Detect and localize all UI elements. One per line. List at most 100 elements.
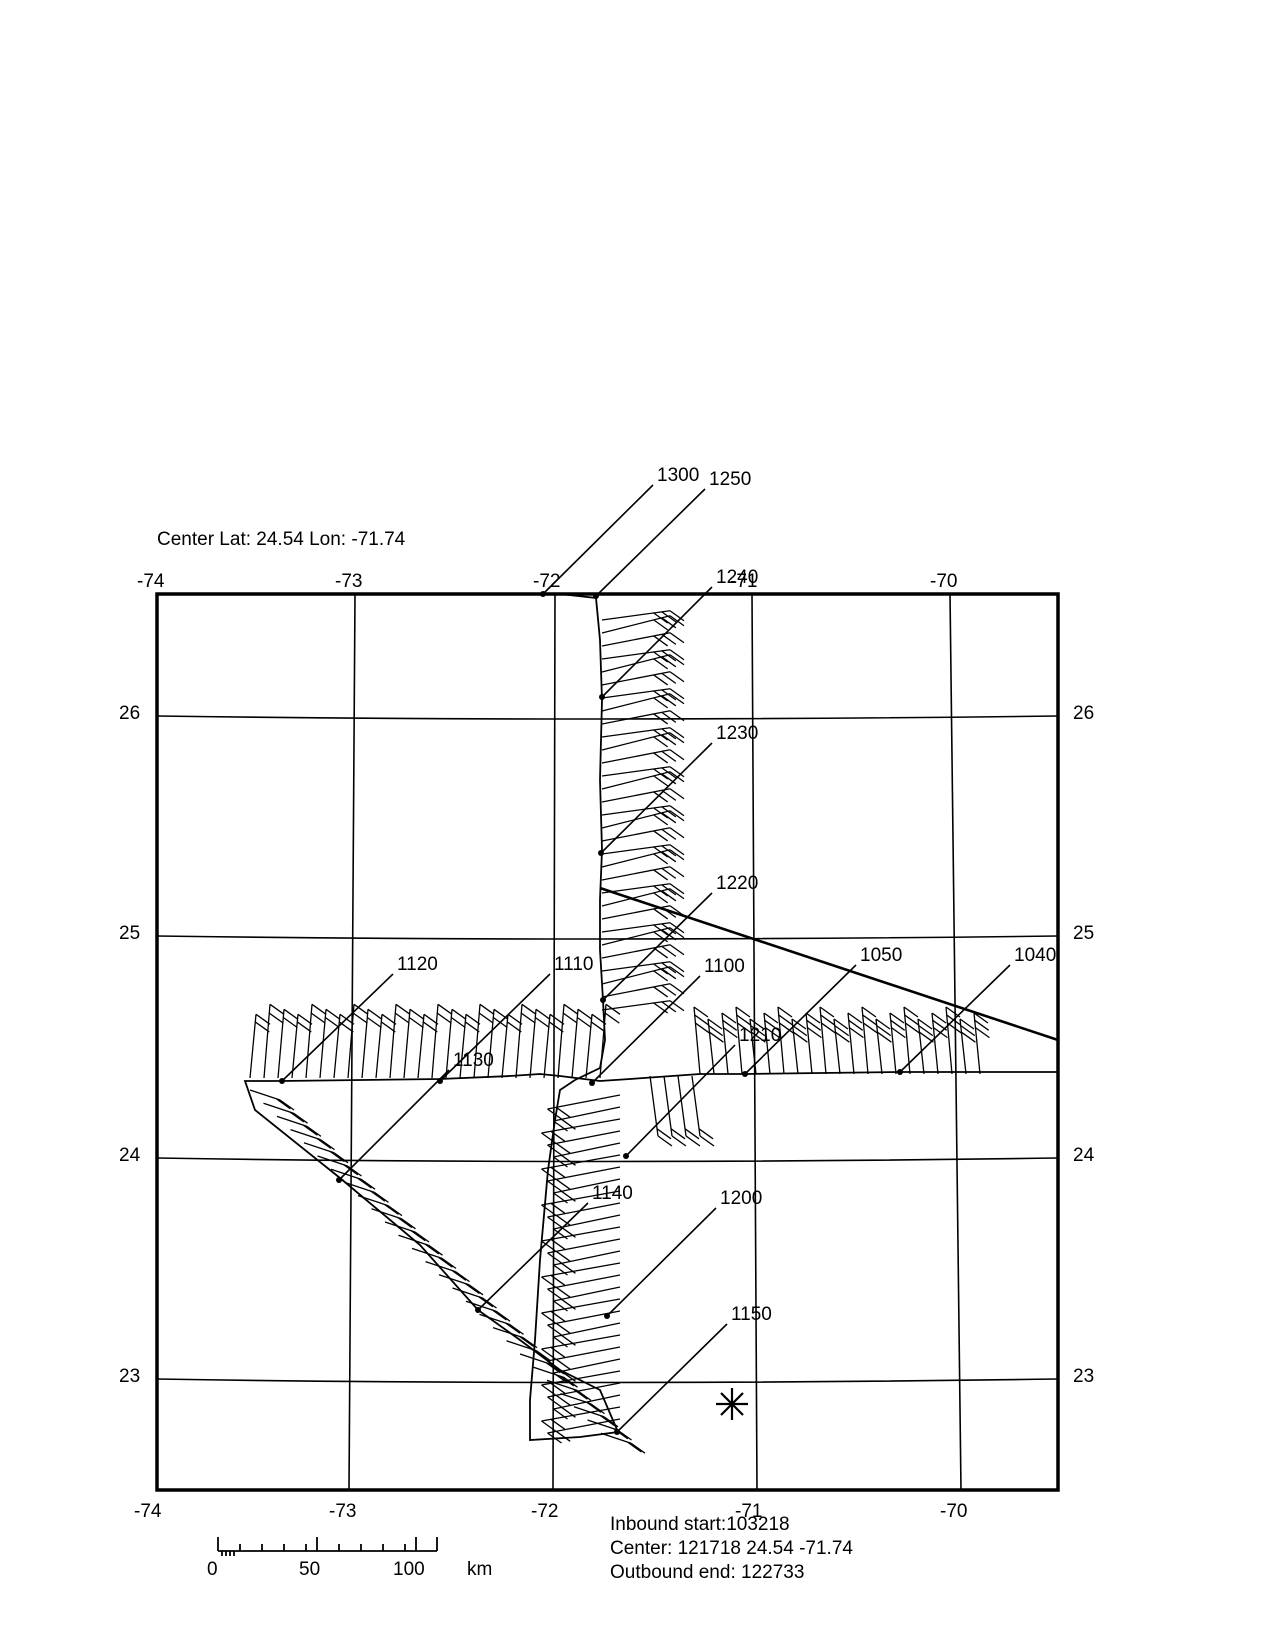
wind-barb-flag	[549, 1013, 565, 1025]
wind-barb-flag	[661, 750, 677, 762]
wind-barb-shaft	[763, 1012, 771, 1075]
center-coordinates-label: Center Lat: 24.54 Lon: -71.74	[157, 529, 406, 550]
wind-barb-flag	[293, 1112, 308, 1124]
wind-barb-shaft	[501, 1014, 509, 1079]
wind-barb-shaft	[529, 1009, 537, 1079]
wind-barb-flag	[550, 1346, 566, 1358]
wind-barb-shaft	[601, 866, 671, 881]
wind-barb-flag	[591, 1013, 607, 1025]
wind-barb-flag	[671, 1135, 687, 1147]
wind-barb-flag	[316, 1137, 332, 1149]
wind-barb-flag	[541, 1312, 556, 1324]
wind-barb-flag	[505, 1322, 521, 1334]
wind-barb-flag	[547, 1252, 562, 1264]
wind-barb-flag	[464, 1021, 480, 1033]
wind-barb-flag	[424, 1243, 440, 1255]
wind-barb-flag	[507, 1013, 523, 1025]
wind-barb-flag	[401, 1218, 416, 1230]
wind-barb-flag	[303, 1124, 318, 1136]
wind-barb-shaft	[330, 1168, 362, 1180]
wind-barb-shaft	[263, 1004, 271, 1079]
wind-barb-flag	[347, 1165, 362, 1177]
wind-barb-flag	[576, 1017, 592, 1029]
lon-bottom-label: -74	[134, 1501, 162, 1522]
wind-barb-flag	[721, 1012, 737, 1024]
wind-barb-flag	[451, 1008, 467, 1020]
wind-barb-flag	[451, 1269, 467, 1281]
wind-barb-flag	[653, 674, 669, 686]
wind-barb-shaft	[438, 1274, 470, 1286]
wind-barb-flag	[555, 1394, 571, 1406]
wind-barb-shaft	[473, 1004, 481, 1079]
wind-barb-flag	[792, 1025, 808, 1037]
wind-barb-shaft	[601, 771, 671, 790]
wind-barb-flag	[661, 812, 677, 824]
storm-center-asterisk-icon	[716, 1388, 748, 1420]
wind-barb-flag	[509, 1323, 524, 1335]
wind-barb-shaft	[541, 1298, 621, 1314]
wind-barb-flag	[653, 986, 669, 998]
wind-barb-shaft	[479, 1313, 510, 1326]
wind-barb-flag	[669, 610, 685, 622]
wind-barb-flag	[549, 1363, 565, 1375]
wind-barb-flag	[947, 1022, 962, 1034]
wind-barb-shaft	[547, 1346, 621, 1362]
wind-barb-flag	[661, 828, 677, 840]
wind-barb-flag	[862, 1014, 878, 1026]
wind-barb-flag	[550, 1418, 566, 1430]
wind-barb-flag	[736, 1014, 752, 1026]
wind-barb-flag	[835, 1031, 850, 1043]
wind-barb-shaft	[601, 727, 671, 738]
wind-barb-flag	[555, 1178, 571, 1190]
wind-barb-flag	[661, 767, 677, 779]
wind-barb-shaft	[541, 1262, 621, 1278]
wind-barb-shaft	[263, 1102, 294, 1114]
lat-right-label: 24	[1073, 1145, 1095, 1166]
wind-barb-shaft	[601, 1000, 671, 1011]
wind-barb-flag	[765, 1027, 780, 1039]
wind-barb-flag	[536, 1350, 551, 1362]
wind-barb-shaft	[601, 905, 671, 920]
wind-barb-shaft	[693, 1006, 701, 1075]
wind-barb-shaft	[541, 1118, 621, 1134]
wind-barb-flag	[669, 883, 685, 895]
wind-barb-shaft	[389, 1004, 397, 1079]
wind-barb-flag	[661, 890, 677, 902]
wind-barb-shaft	[805, 1012, 813, 1075]
wind-barb-flag	[653, 736, 669, 748]
wind-barb-flag	[905, 1022, 920, 1034]
wind-barb-flag	[653, 970, 669, 982]
wind-barb-flag	[723, 1027, 738, 1039]
wind-barb-shaft	[819, 1006, 827, 1075]
wind-barb-flag	[653, 892, 669, 904]
wind-barb-flag	[669, 905, 685, 917]
wind-barb-flag	[669, 888, 685, 900]
time-label: 1130	[453, 1050, 494, 1071]
wind-barb-shaft	[721, 1012, 729, 1075]
wind-barb-flag	[563, 1003, 579, 1015]
wind-barb-flag	[669, 654, 685, 666]
wind-barb-flag	[437, 1003, 453, 1015]
wind-barb-flag	[848, 1019, 864, 1031]
wind-barb-shaft	[931, 1012, 939, 1075]
wind-barb-flag	[541, 1168, 556, 1180]
wind-barb-flag	[661, 689, 677, 701]
wind-barb-shaft	[601, 966, 671, 985]
wind-barb-flag	[397, 1217, 413, 1229]
lat-left-label: 23	[119, 1366, 140, 1387]
wind-barb-flag	[779, 1022, 794, 1034]
time-marker	[614, 1429, 620, 1435]
wind-barb-flag	[669, 632, 685, 644]
wind-barb-flag	[684, 1128, 700, 1140]
wind-barb-shaft	[601, 849, 671, 868]
longitude-line--71	[751, 593, 758, 1491]
time-marker	[593, 593, 599, 599]
time-label: 1240	[716, 567, 758, 588]
wind-barb-shaft	[601, 615, 671, 634]
wind-barb-shaft	[601, 649, 671, 660]
wind-barb-flag	[661, 633, 677, 645]
wind-barb-flag	[653, 853, 669, 865]
wind-barb-flag	[604, 1012, 620, 1024]
wind-barb-flag	[282, 1017, 298, 1029]
wind-barb-shaft	[553, 1286, 621, 1302]
